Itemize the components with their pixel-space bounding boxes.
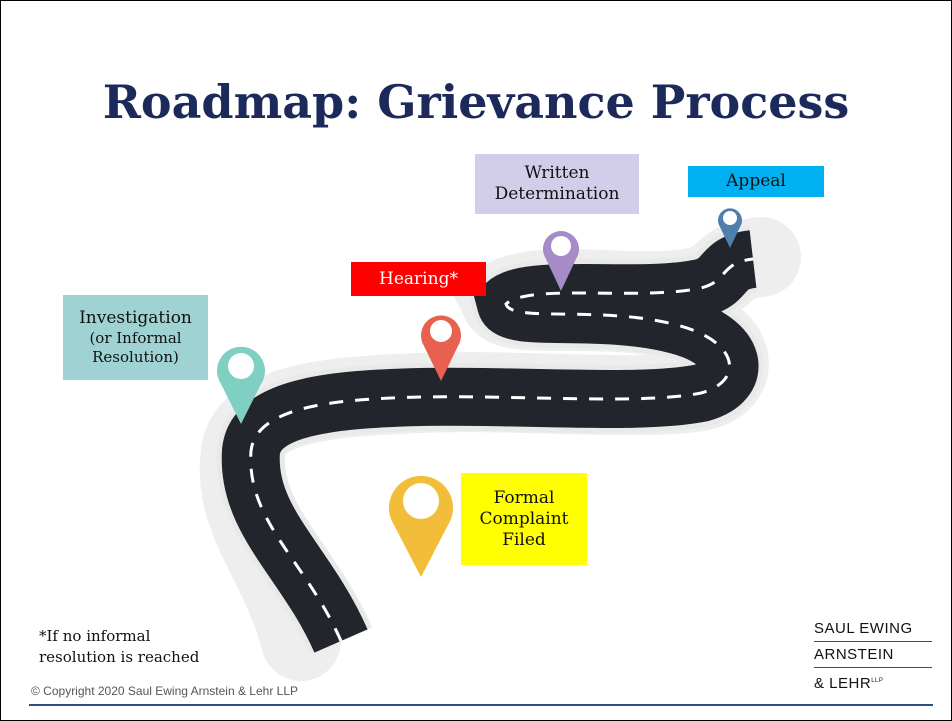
- logo-line1: SAUL EWING: [814, 620, 913, 637]
- firm-logo: SAUL EWING ARNSTEIN & LEHRLLP: [814, 618, 932, 692]
- investigation-line3: Resolution): [92, 348, 179, 366]
- pin-blue-icon: [718, 208, 742, 248]
- investigation-line1: Investigation: [79, 308, 192, 328]
- footnote-line2: resolution is reached: [39, 648, 200, 666]
- logo-line2: ARNSTEIN: [814, 646, 894, 663]
- logo-llp: LLP: [871, 678, 884, 684]
- appeal-text: Appeal: [726, 171, 786, 191]
- formal-line3: Filed: [502, 529, 546, 550]
- footnote: *If no informal resolution is reached: [39, 626, 199, 668]
- logo-rule-2: [814, 667, 932, 668]
- footer-divider: [29, 704, 933, 706]
- written-line2: Determination: [494, 184, 620, 204]
- logo-line3-text: & LEHR: [814, 675, 872, 692]
- hearing-text: Hearing*: [379, 268, 458, 289]
- pin-teal-icon: [217, 346, 265, 424]
- pin-yellow-icon: [389, 475, 453, 577]
- slide-title: Roadmap: Grievance Process: [102, 75, 850, 129]
- pin-purple-icon: [543, 231, 579, 291]
- pin-red-icon: [421, 315, 461, 381]
- logo-line3: & LEHRLLP: [814, 670, 932, 692]
- investigation-line2: (or Informal: [89, 329, 182, 347]
- step-formal-complaint-label: Formal Complaint Filed: [461, 473, 587, 565]
- formal-line1: Formal: [493, 487, 555, 508]
- step-written-determination-label: Written Determination: [475, 154, 639, 214]
- step-appeal-label: Appeal: [688, 166, 824, 197]
- logo-rule-1: [814, 641, 932, 642]
- written-line1: Written: [524, 163, 590, 183]
- copyright-text: © Copyright 2020 Saul Ewing Arnstein & L…: [31, 684, 298, 698]
- step-hearing-label: Hearing*: [351, 262, 486, 296]
- road-center-line: [249, 257, 754, 642]
- road-asphalt: [221, 230, 759, 654]
- formal-line2: Complaint: [479, 508, 569, 529]
- footnote-line1: *If no informal: [39, 627, 151, 645]
- step-investigation-label: Investigation (or Informal Resolution): [63, 295, 208, 380]
